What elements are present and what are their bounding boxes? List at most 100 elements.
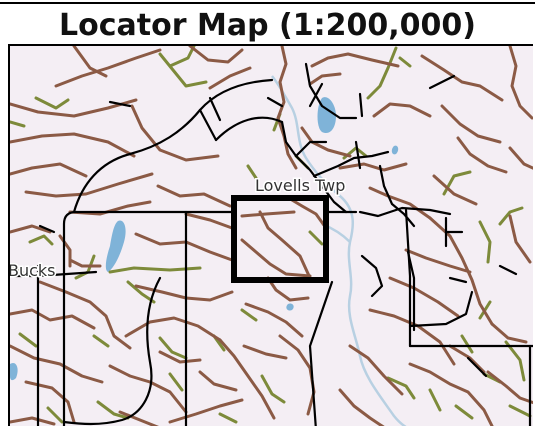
major-road-6: [72, 46, 108, 78]
major-road-44: [368, 308, 456, 366]
boundary-line-29: [448, 276, 468, 284]
minor-road-24: [96, 400, 130, 420]
major-road-38: [368, 186, 432, 220]
map-title: Locator Map (1:200,000): [59, 8, 476, 43]
boundary-line-9: [214, 116, 284, 142]
minor-road-29: [240, 308, 258, 322]
major-road-31: [308, 72, 342, 86]
minor-road-11: [126, 280, 156, 304]
major-road-26: [240, 238, 312, 278]
boundary-line-23: [308, 82, 324, 108]
boundary-line-26: [354, 140, 362, 170]
major-road-12: [134, 232, 234, 262]
major-road-7: [188, 46, 244, 64]
major-road-57: [118, 410, 160, 426]
boundary-line-27: [198, 108, 218, 142]
boundary-layer: [10, 62, 533, 426]
minor-road-19: [504, 340, 526, 382]
major-road-47: [448, 344, 486, 374]
river-1: [271, 75, 407, 426]
major-road-50: [432, 174, 478, 206]
major-road-56: [10, 416, 56, 426]
minor-road-31: [308, 230, 324, 246]
boundary-line-7: [62, 276, 162, 426]
boundary-line-18: [406, 250, 416, 332]
boundary-line-32: [108, 100, 132, 108]
minor-road-6: [398, 56, 412, 68]
minor-road-15: [442, 170, 472, 196]
minor-road-3: [34, 96, 70, 110]
major-road-53: [10, 224, 52, 234]
major-road-28: [290, 198, 328, 230]
major-road-45: [348, 344, 404, 396]
boundary-line-8: [72, 78, 274, 214]
boundary-line-33: [38, 224, 56, 234]
boundary-line-35: [266, 96, 284, 108]
minor-road-9: [28, 234, 54, 246]
major-road-61: [68, 258, 102, 268]
major-road-27: [266, 276, 310, 302]
locator-map[interactable]: Lovells Twp Bucks: [8, 44, 533, 426]
boundary-line-31: [466, 356, 488, 378]
major-road-32: [300, 126, 352, 158]
map-extent-box[interactable]: [231, 195, 329, 283]
major-road-20: [218, 338, 276, 420]
minor-road-4: [10, 120, 26, 128]
place-label-lovells-twp: Lovells Twp: [255, 176, 345, 195]
major-road-layer: [10, 46, 533, 426]
major-road-17: [24, 380, 76, 424]
major-road-5: [54, 48, 162, 88]
boundary-line-10: [280, 120, 348, 214]
minor-road-36: [460, 334, 474, 354]
major-road-2: [10, 132, 136, 158]
boundary-line-6: [308, 280, 334, 426]
minor-road-14: [246, 164, 258, 180]
major-road-59: [242, 344, 288, 360]
minor-road-17: [478, 220, 492, 264]
major-road-9: [130, 104, 220, 162]
major-road-29: [276, 46, 298, 170]
minor-road-37: [158, 336, 188, 360]
boundary-line-4: [10, 270, 98, 278]
major-road-37: [508, 46, 533, 120]
major-road-39: [428, 216, 494, 326]
minor-road-8: [10, 266, 24, 274]
major-road-36: [420, 54, 504, 102]
water-layer: [10, 97, 399, 381]
boundary-line-25: [428, 74, 456, 90]
minor-road-26: [218, 412, 238, 424]
major-road-14: [38, 280, 132, 350]
boundary-line-15: [404, 208, 412, 348]
major-road-1: [10, 98, 138, 118]
minor-road-20: [508, 404, 532, 418]
major-road-24: [240, 210, 296, 218]
major-road-21: [168, 398, 244, 424]
major-road-8: [208, 66, 252, 90]
minor-road-22: [428, 388, 442, 412]
major-road-23: [244, 302, 304, 338]
major-road-60: [158, 350, 202, 364]
major-road-40: [490, 322, 528, 344]
major-road-35: [440, 104, 502, 144]
place-label-bucks: Bucks: [10, 261, 56, 280]
boundary-line-1: [62, 210, 234, 426]
minor-road-layer: [10, 46, 532, 424]
major-road-30: [310, 52, 400, 68]
major-road-52: [456, 136, 508, 174]
minor-road-1: [158, 52, 208, 88]
map-canvas: Lovells Twp Bucks: [10, 46, 533, 426]
major-road-55: [156, 184, 232, 208]
major-road-22: [278, 334, 316, 416]
major-road-48: [486, 370, 533, 405]
major-road-15: [10, 308, 96, 330]
major-road-18: [108, 364, 188, 414]
minor-road-23: [454, 404, 474, 420]
major-road-10: [184, 212, 234, 230]
minor-road-16: [498, 206, 524, 226]
major-road-3: [10, 162, 88, 178]
minor-road-5: [366, 46, 398, 100]
boundary-line-24: [358, 92, 364, 118]
lake-3: [286, 303, 294, 311]
major-road-33: [338, 162, 408, 172]
minor-road-27: [168, 372, 184, 392]
